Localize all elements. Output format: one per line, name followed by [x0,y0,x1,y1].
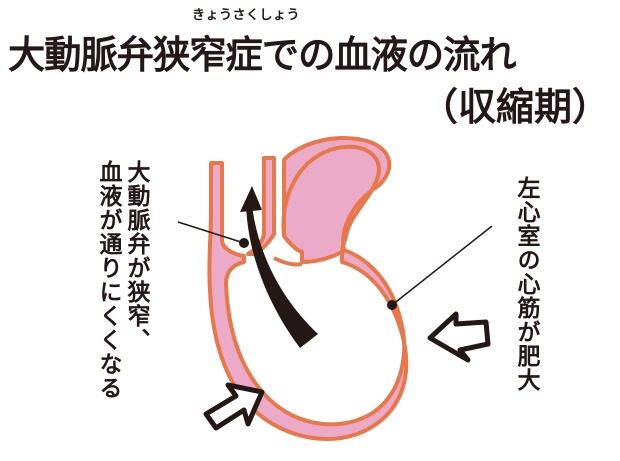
left-ventricle-shape [207,136,409,441]
valve-label-line1: 大動脈弁が狭窄、 [123,160,149,352]
valve-marker [239,238,249,248]
valve-label: 大動脈弁が狭窄、 血液が通りにくくなる [94,160,150,440]
page-subtitle: （収縮期） [419,85,610,129]
hollow-arrow-right-icon [427,311,491,363]
ventricle-marker [387,300,397,310]
blood-flow-arrow-icon [240,186,318,348]
leader-lines [177,221,493,306]
valve-leaflet [273,256,303,267]
atrium-loop [281,144,381,253]
ventricle-label: 左心室の心筋が肥大 [513,176,539,392]
page-title: 大動脈弁狭窄症での血液の流れ [8,33,517,77]
valve-label-line2: 血液が通りにくくなる [95,160,121,400]
hollow-arrow-left-icon [203,382,265,431]
ruby-reading: きょうさくしょう [192,8,301,23]
